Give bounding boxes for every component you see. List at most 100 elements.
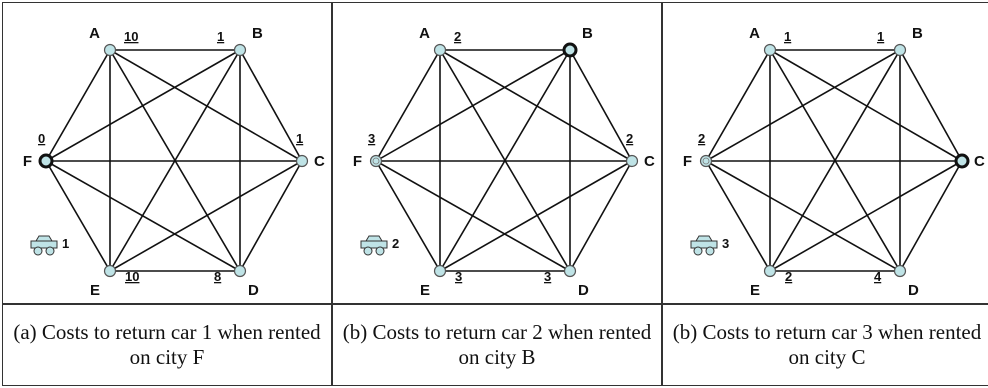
origin-ring [372, 157, 380, 165]
city-marker [893, 43, 907, 57]
edge-C-E [769, 160, 963, 272]
cost-label-E: 2 [785, 269, 792, 284]
city-node-B: B [562, 25, 593, 58]
edges [705, 49, 963, 272]
edges [375, 49, 633, 272]
city-label-C: C [644, 153, 655, 170]
city-label-F: F [353, 153, 362, 170]
edge-A-F [375, 49, 441, 162]
city-node-D: D3 [544, 264, 589, 299]
edge-A-C [439, 49, 633, 162]
cost-label-A: 2 [454, 29, 461, 44]
edge-C-D [899, 160, 963, 272]
car-icon [360, 235, 388, 256]
city-node-B: B1 [877, 25, 923, 57]
edge-D-F [705, 160, 901, 272]
cost-label-C: 2 [626, 131, 633, 146]
cost-label-D: 3 [544, 269, 551, 284]
city-label-D: D [578, 282, 589, 299]
city-marker [563, 264, 577, 278]
car-number: 1 [62, 236, 69, 251]
city-node-E: E10 [90, 264, 139, 299]
city-label-A: A [89, 25, 100, 42]
edge-D-F [45, 160, 241, 272]
edge-C-D [239, 160, 303, 272]
city-marker [763, 43, 777, 57]
city-marker [893, 264, 907, 278]
edge-A-C [769, 49, 963, 162]
city-marker [233, 264, 247, 278]
edge-E-F [45, 160, 111, 272]
car-number: 2 [392, 236, 399, 251]
cost-label-A: 1 [784, 29, 791, 44]
edge-B-C [569, 49, 633, 162]
city-label-E: E [420, 282, 430, 299]
city-node-E: E2 [750, 264, 792, 299]
edge-A-F [705, 49, 771, 162]
city-node-B: B1 [217, 25, 263, 57]
cost-label-E: 10 [125, 269, 139, 284]
cost-label-D: 4 [874, 269, 882, 284]
city-label-F: F [23, 153, 32, 170]
cost-label-F: 0 [38, 131, 45, 146]
edge-A-F [45, 49, 111, 162]
edge-A-C [109, 49, 303, 162]
edge-E-F [705, 160, 771, 272]
city-marker [233, 43, 247, 57]
city-node-F: F0 [23, 131, 54, 170]
city-marker [295, 154, 309, 168]
city-node-A: A 10 [89, 25, 138, 57]
edge-C-E [109, 160, 303, 272]
edge-B-F [45, 49, 241, 162]
city-node-C: C [954, 153, 985, 170]
rental-city-marker [562, 42, 578, 58]
city-node-E: E3 [420, 264, 462, 299]
car-icon [30, 235, 58, 256]
edge-B-F [705, 49, 901, 162]
city-node-D: D4 [874, 264, 919, 299]
cost-label-F: 3 [368, 131, 375, 146]
city-label-D: D [248, 282, 259, 299]
city-node-D: D8 [214, 264, 259, 299]
city-label-F: F [683, 153, 692, 170]
edge-E-F [375, 160, 441, 272]
rental-city-marker [954, 153, 970, 169]
city-label-B: B [252, 25, 263, 42]
city-label-A: A [419, 25, 430, 42]
city-marker [369, 154, 383, 168]
city-marker [103, 264, 117, 278]
city-marker [625, 154, 639, 168]
panel-caption-2: (b) Costs to return car 2 when rented on… [332, 304, 662, 386]
car-number: 3 [722, 236, 729, 251]
cost-label-C: 1 [296, 131, 303, 146]
cost-label-B: 1 [877, 29, 884, 44]
city-marker [433, 43, 447, 57]
edge-D-F [375, 160, 571, 272]
city-marker [699, 154, 713, 168]
city-label-C: C [314, 153, 325, 170]
edge-B-C [899, 49, 963, 162]
cost-label-A: 10 [124, 29, 138, 44]
edge-B-C [239, 49, 303, 162]
city-marker [433, 264, 447, 278]
rental-city-marker [38, 153, 54, 169]
cost-label-E: 3 [455, 269, 462, 284]
origin-ring [702, 157, 710, 165]
edges [45, 49, 303, 272]
city-label-B: B [912, 25, 923, 42]
city-label-B: B [582, 25, 593, 42]
panel-caption-1: (a) Costs to return car 1 when rented on… [2, 304, 332, 386]
city-marker [103, 43, 117, 57]
cost-label-B: 1 [217, 29, 224, 44]
city-marker [763, 264, 777, 278]
edge-B-F [375, 49, 571, 162]
